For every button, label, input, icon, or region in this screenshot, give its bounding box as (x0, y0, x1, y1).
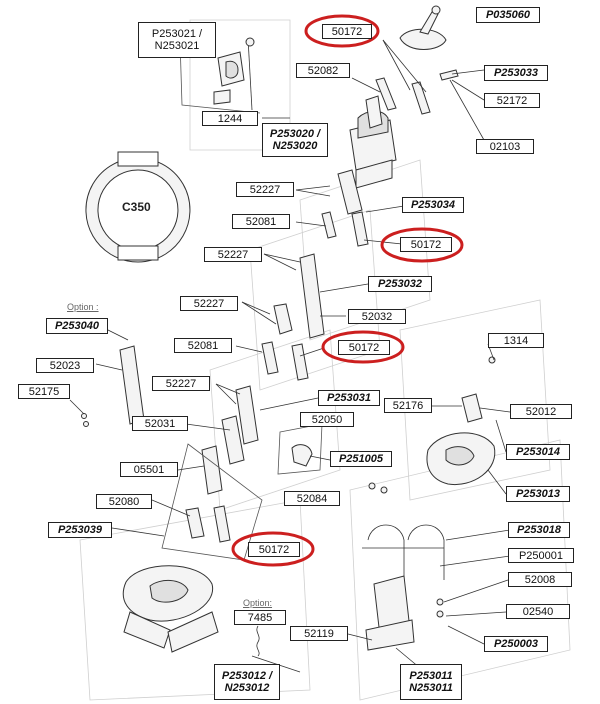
part-label-p253032: P253032 (368, 276, 432, 292)
tube-segments-drawing (119, 169, 369, 543)
pulley-base-assembly (122, 565, 219, 653)
highlight-ring-50172-mid (380, 227, 464, 263)
screws-drawing (81, 356, 496, 618)
highlight-rings (231, 14, 464, 567)
part-label-p253031: P253031 (318, 390, 380, 406)
part-label-1314: 1314 (488, 333, 544, 348)
part-label-52084: 52084 (284, 491, 340, 506)
part-label-p253040: P253040 (46, 318, 108, 334)
c350-profile-drawing (85, 151, 191, 263)
part-label-52023: 52023 (36, 358, 94, 373)
crank-handle-part (399, 5, 447, 50)
part-label-50172-mid: 50172 (400, 237, 452, 252)
part-label-p253021: P253021 / N253021 (138, 22, 216, 58)
bracket-part (213, 37, 255, 111)
part-label-52080: 52080 (96, 494, 152, 509)
part-label-52176: 52176 (384, 398, 432, 413)
part-label-52172: 52172 (484, 93, 540, 108)
pins-part (375, 69, 459, 115)
option-spring-part (256, 625, 260, 657)
gear-head-part (349, 95, 397, 189)
part-label-52050: 52050 (300, 412, 354, 427)
part-label-p253011: P253011 N253011 (400, 664, 462, 700)
option-caption-left: Option : (67, 302, 99, 312)
part-label-52081-a: 52081 (232, 214, 290, 229)
part-label-p250001: P250001 (508, 548, 574, 563)
part-label-1244: 1244 (202, 111, 258, 126)
part-label-52227-a: 52227 (236, 182, 294, 197)
highlight-ring-50172-top (304, 14, 380, 48)
option-caption-bottom: Option: (243, 598, 273, 608)
part-label-05501: 05501 (120, 462, 178, 477)
part-label-52008: 52008 (508, 572, 572, 587)
part-label-p253018: P253018 (508, 522, 570, 538)
part-label-p035060: P035060 (476, 7, 540, 23)
part-label-02540: 02540 (506, 604, 570, 619)
part-label-p250003: P250003 (484, 636, 548, 652)
part-label-52081-b: 52081 (174, 338, 232, 353)
part-label-52227-d: 52227 (152, 376, 210, 391)
part-label-50172-bottom: 50172 (248, 542, 300, 557)
part-label-7485: 7485 (234, 610, 286, 625)
part-label-p253014: P253014 (506, 444, 570, 460)
bracket-frame (179, 39, 261, 114)
part-label-p253039: P253039 (48, 522, 112, 538)
reel-part (426, 393, 496, 486)
part-label-02103: 02103 (476, 139, 534, 154)
part-label-52032: 52032 (348, 309, 406, 324)
part-label-p253034: P253034 (402, 197, 464, 213)
part-label-p253013: P253013 (506, 486, 570, 502)
part-label-p253020: P253020 / N253020 (262, 123, 328, 157)
part-label-p253012: P253012 / N253012 (214, 664, 280, 700)
part-label-52082: 52082 (296, 63, 350, 78)
highlight-ring-50172-lower (321, 330, 405, 364)
base-frame-assembly (362, 524, 445, 651)
part-label-50172-lower: 50172 (338, 340, 390, 355)
part-label-52175: 52175 (18, 384, 70, 399)
part-label-p251005: P251005 (330, 451, 392, 467)
part-label-52119: 52119 (290, 626, 348, 641)
part-label-p253033: P253033 (484, 65, 548, 81)
highlight-ring-50172-bottom (231, 531, 315, 567)
part-label-50172-top: 50172 (322, 24, 372, 39)
part-label-52031: 52031 (132, 416, 188, 431)
c350-profile-label: C350 (122, 200, 151, 214)
part-label-52012: 52012 (510, 404, 572, 419)
clip-part (291, 444, 313, 467)
part-label-52227-b: 52227 (204, 247, 262, 262)
part-label-52227-c: 52227 (180, 296, 238, 311)
